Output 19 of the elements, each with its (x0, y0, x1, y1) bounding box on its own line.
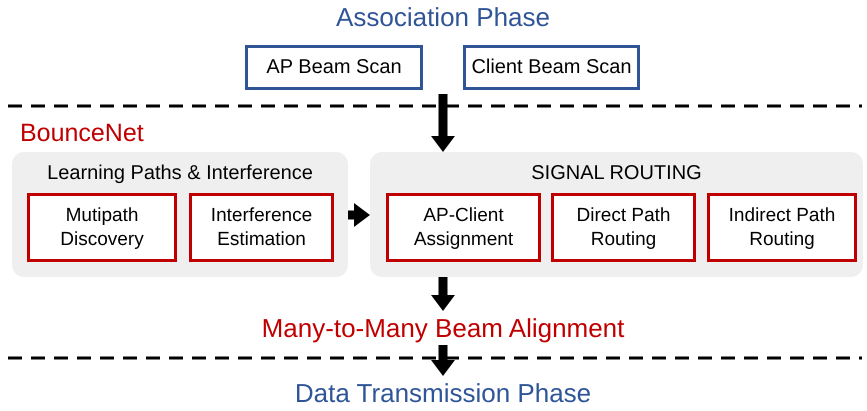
panel-heading: SIGNAL ROUTING (530, 161, 703, 185)
arrow (348, 203, 370, 227)
arrow (431, 277, 455, 311)
process-box: AP Beam Scan (245, 45, 423, 90)
arrow (431, 345, 455, 376)
panel-heading: Learning Paths & Interference (46, 161, 314, 185)
system-label: BounceNet (20, 118, 144, 148)
diagram-title: Association Phase (335, 1, 551, 33)
process-box: Direct Path Routing (551, 193, 696, 262)
process-box: Indirect Path Routing (707, 193, 857, 262)
stage-label: Many-to-Many Beam Alignment (203, 311, 683, 345)
process-box: Mutipath Discovery (27, 193, 177, 262)
arrow (431, 94, 455, 152)
process-box: AP-Client Assignment (386, 193, 541, 262)
group-panel (370, 152, 863, 277)
process-box: Interference Estimation (189, 193, 334, 262)
process-box: Client Beam Scan (463, 45, 640, 90)
phase-label: Data Transmission Phase (243, 376, 643, 410)
group-panel (12, 152, 348, 277)
